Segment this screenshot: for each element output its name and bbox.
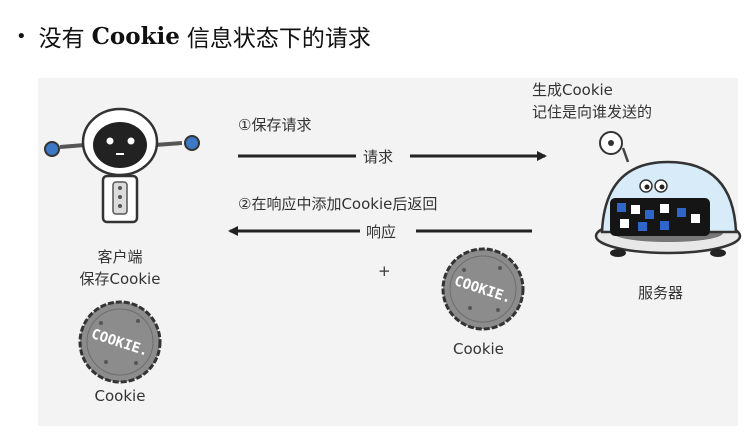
- heading-text-part2: 信息状态下的请求: [186, 26, 371, 52]
- plus-sign: +: [378, 262, 391, 280]
- server-note-line1: 生成Cookie: [532, 81, 613, 99]
- client-label-line2: 保存Cookie: [79, 270, 161, 288]
- request-arrow-label: 请求: [363, 148, 394, 166]
- bullet-icon: •: [16, 25, 27, 47]
- client-cookie-icon: COOKIE.: [78, 300, 162, 384]
- step2-title: ②在响应中添加Cookie后返回: [238, 195, 438, 213]
- server-robot-icon: [594, 131, 742, 257]
- section-heading: • 没有 Cookie 信息状态下的请求: [16, 18, 371, 54]
- response-cookie-caption: Cookie: [453, 340, 504, 358]
- heading-text-part1: 没有: [38, 26, 85, 52]
- server-note-line2: 记住是向谁发送的: [532, 103, 653, 121]
- response-cookie-icon: COOKIE.: [441, 247, 525, 331]
- response-arrow-label: 响应: [366, 223, 397, 241]
- step1-title: ①保存请求: [238, 116, 312, 134]
- heading-text-bold: Cookie: [91, 22, 180, 50]
- server-label: 服务器: [638, 284, 684, 302]
- client-cookie-caption: Cookie: [94, 387, 146, 405]
- client-robot-icon: [44, 107, 200, 224]
- client-label-line1: 客户端: [97, 248, 143, 266]
